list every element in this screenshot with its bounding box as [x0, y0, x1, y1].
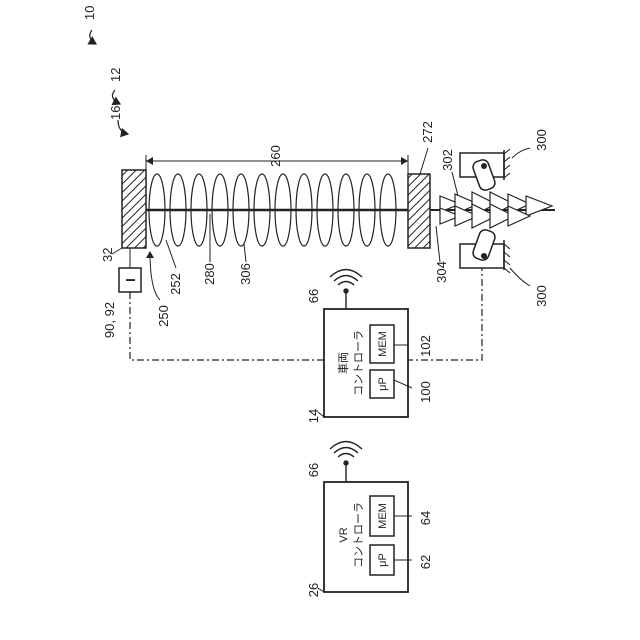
ref-300-top-leader — [512, 148, 530, 158]
ref-250: 250 — [156, 305, 171, 327]
ref-250-leader — [150, 252, 160, 300]
left-end-plate — [122, 170, 146, 248]
ref-10: 10 — [82, 6, 97, 20]
ref-90-92: 90, 92 — [102, 302, 117, 338]
vr-controller-ref: 26 — [306, 583, 321, 597]
ref-304: 304 — [434, 261, 449, 283]
vr-antenna-ref: 66 — [306, 463, 321, 477]
ref-300-top: 300 — [534, 129, 549, 151]
vehicle-memory-ref: 102 — [418, 335, 433, 357]
vehicle-controller-title-line1: 車両 — [336, 352, 350, 374]
sensor-symbol: I — [123, 278, 138, 282]
ref-272: 272 — [420, 121, 435, 143]
ref-302: 302 — [440, 149, 455, 171]
ref-12: 12 — [108, 68, 123, 82]
ref-306: 306 — [238, 263, 253, 285]
ref-260: 260 — [268, 145, 283, 167]
vr-controller-title-line2: コントローラ — [352, 502, 365, 568]
ref-16: 16 — [108, 106, 123, 120]
ref-300-bottom-leader — [510, 268, 530, 286]
ref-252: 252 — [168, 273, 183, 295]
bottom-pawl-assembly — [460, 228, 510, 273]
vr-controller-box — [324, 482, 408, 592]
vr-memory-ref: 64 — [418, 511, 433, 525]
vehicle-memory-label: MEM — [377, 331, 389, 357]
vehicle-processor-label: μP — [377, 377, 389, 391]
vr-controller-title-line1: VR — [338, 527, 350, 542]
vr-processor-ref: 62 — [418, 555, 433, 569]
top-pawl-assembly — [460, 149, 510, 192]
ref-10-leader — [90, 30, 96, 44]
ref-300-bottom: 300 — [534, 285, 549, 307]
vehicle-controller-title-line2: コントローラ — [352, 330, 365, 396]
vehicle-processor-ref: 100 — [418, 381, 433, 403]
vehicle-antenna-icon — [330, 270, 362, 310]
vr-antenna-icon — [330, 442, 362, 483]
right-end-plate — [408, 174, 430, 248]
ref-12-leader — [112, 90, 120, 104]
ref-252-leader — [166, 240, 176, 268]
ref-302-leader — [452, 172, 458, 196]
ref-32: 32 — [100, 248, 115, 262]
ref-272-leader — [420, 148, 428, 174]
ref-280: 280 — [202, 263, 217, 285]
rack-teeth — [440, 192, 552, 228]
ref-304-leader — [436, 226, 440, 262]
ref-16-leader — [118, 120, 128, 134]
vehicle-antenna-ref: 66 — [306, 289, 321, 303]
vehicle-controller-ref: 14 — [306, 409, 321, 423]
vr-memory-label: MEM — [377, 503, 389, 529]
vr-processor-label: μP — [377, 553, 389, 567]
ref-306-leader — [244, 244, 246, 262]
